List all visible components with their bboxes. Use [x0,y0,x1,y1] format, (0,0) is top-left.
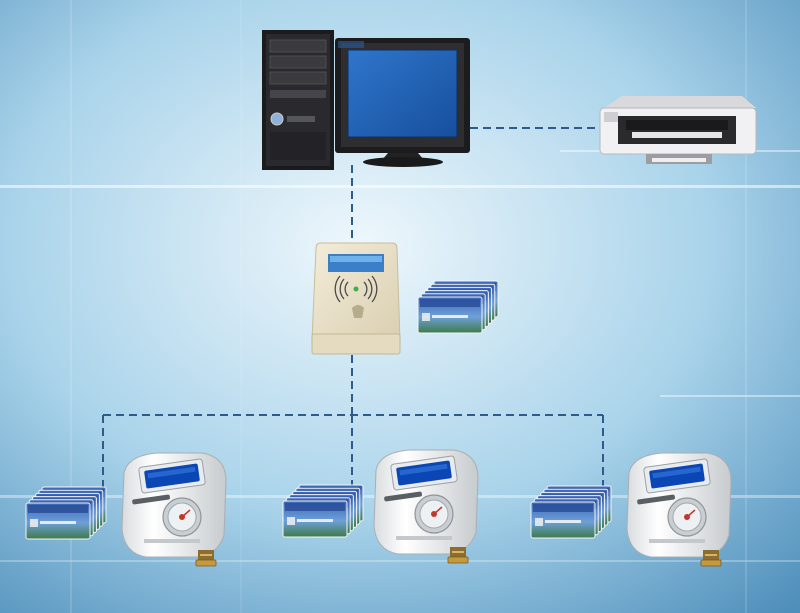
prepaid-water-meter-icon [626,452,732,567]
ic-card-stack-icon [530,485,612,539]
connector-lines [102,127,604,487]
ic-card [25,502,91,540]
desktop-computer-icon [262,30,470,170]
prepaid-water-meter-icon [373,449,479,564]
printer-icon [599,96,757,164]
ic-card [282,500,348,538]
prepaid-water-meter-icon [121,452,227,567]
ic-card-stack-icon [25,486,107,540]
ic-card-stack-icon [282,484,364,538]
ic-card [417,296,483,334]
ic-card-stack-icon [417,280,499,334]
rfid-card-reader-icon [311,242,401,355]
monitor-screen [348,50,457,137]
ic-card [530,501,596,539]
